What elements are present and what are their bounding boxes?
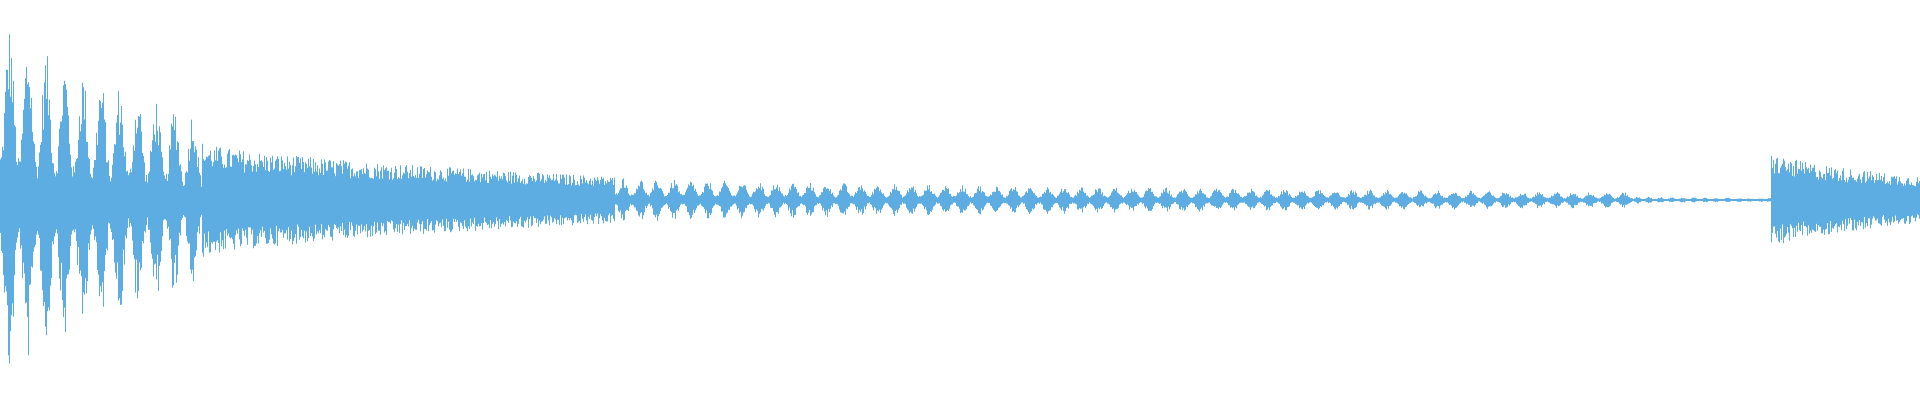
waveform-samples [0, 34, 1920, 364]
waveform-trace [0, 34, 1920, 364]
